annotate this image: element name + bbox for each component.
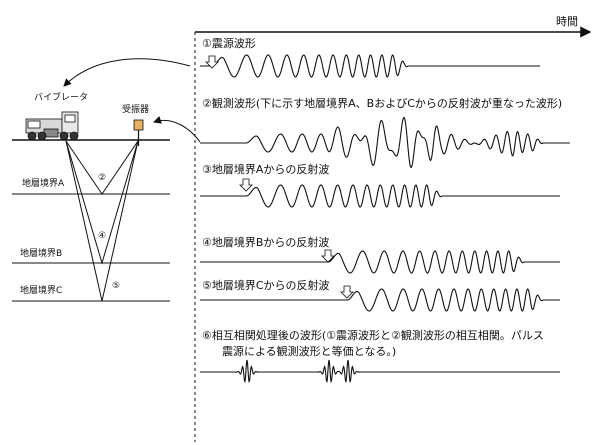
trace-label-correlated-line2: 震源による観測波形と等価となる。) bbox=[222, 345, 397, 358]
onset-marker-reflection-b bbox=[321, 249, 335, 263]
ray-mark-a: ② bbox=[98, 173, 107, 183]
ray-path-a bbox=[65, 140, 139, 195]
trace-label-source: ①震源波形 bbox=[202, 37, 256, 50]
boundary-label-c: 地層境界C bbox=[20, 286, 63, 296]
trace-label-reflection-c: ⑤地層境界Cからの反射波 bbox=[202, 279, 330, 292]
boundary-label-a: 地層境界A bbox=[22, 179, 65, 189]
waveform-observed bbox=[200, 116, 570, 169]
onset-marker-source bbox=[205, 55, 219, 69]
waveform-reflection-c bbox=[200, 288, 560, 312]
waveform-reflection-b bbox=[200, 250, 560, 274]
time-axis-label: 時間 bbox=[556, 15, 578, 28]
trace-label-correlated-line1: ⑥相互相関処理後の波形(①震源波形と②観測波形の相互相関。パルス bbox=[202, 329, 544, 342]
ray-mark-c: ⑤ bbox=[112, 281, 121, 291]
ray-paths bbox=[65, 140, 139, 302]
receiver-label: 受振器 bbox=[122, 105, 150, 115]
onset-marker-reflection-a bbox=[239, 178, 253, 192]
waveform-correlated bbox=[200, 359, 560, 383]
ray-path-c bbox=[65, 140, 139, 302]
onset-marker-reflection-c bbox=[340, 285, 354, 299]
geophone-icon bbox=[133, 119, 144, 146]
vibrator-truck-icon bbox=[25, 111, 79, 141]
waveform-reflection-a bbox=[200, 184, 560, 208]
trace-label-observed: ②観測波形(下に示す地層境界A、BおよびCからの反射波が重なった波形) bbox=[202, 97, 563, 110]
vibrator-label: バイブレータ bbox=[34, 93, 89, 103]
waveform-source bbox=[200, 54, 540, 78]
boundary-label-b: 地層境界B bbox=[20, 249, 63, 259]
curved-arrow-to-vibrator bbox=[63, 58, 191, 87]
curved-arrow-to-geophone bbox=[153, 115, 201, 143]
trace-label-reflection-b: ④地層境界Bからの反射波 bbox=[202, 236, 330, 249]
trace-label-reflection-a: ③地層境界Aからの反射波 bbox=[202, 163, 330, 176]
ray-path-b bbox=[65, 140, 139, 265]
ray-mark-b: ④ bbox=[98, 231, 107, 241]
